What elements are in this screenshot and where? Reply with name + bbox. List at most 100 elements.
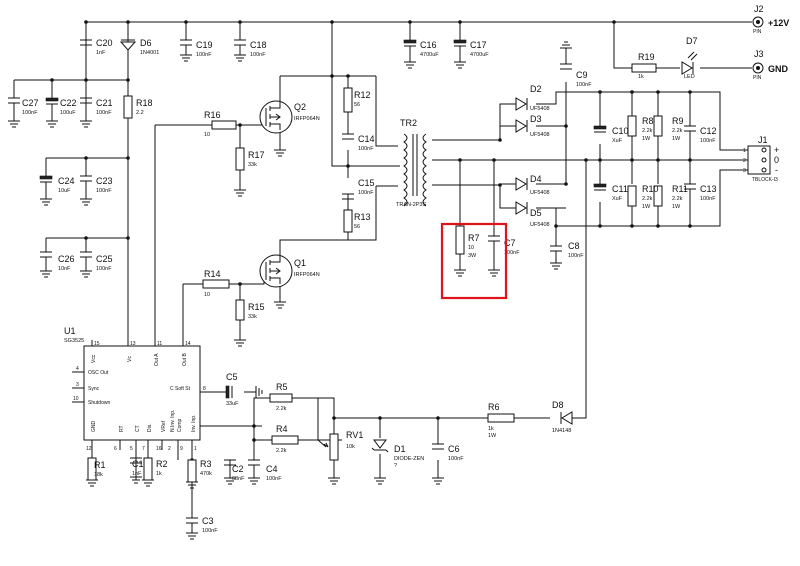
r12-value: 56 [354,102,360,108]
r1-value: 18k [94,472,103,478]
c21-ref: C21 [96,98,113,108]
r2-value: 1k [156,471,162,477]
c18-ref: C18 [250,40,267,50]
u1-pin-outb: Out B [182,353,188,366]
u1-pin-dis: Dis. [147,423,153,432]
c1-ref: C1 [132,459,144,469]
u1-pin-10-num: 10 [73,396,79,402]
r12-ref: R12 [354,90,371,100]
r11-value: 2.2k [672,196,683,202]
r7-value: 10 [468,245,474,251]
u1-pin-invinp: Inv. Inp. [191,415,197,432]
j3-pin-label: PIN [753,75,762,81]
c1-value: 1nF [132,471,142,477]
d1-ref: D1 [394,444,406,454]
u1-pin-9-num: 9 [180,446,183,452]
c12-value: 100nF [700,138,716,144]
u1-pin-11-num: 11 [157,341,162,347]
d5-value: UF5408 [530,222,550,228]
r3-ref: R3 [200,459,212,469]
u1-pin-outa: Out A [154,353,160,366]
c4-ref: C4 [266,464,278,474]
r14-ref: R14 [204,269,221,279]
d8-value: 1N4148 [552,428,571,434]
d7-ref: D7 [686,36,698,46]
u1-pin-7-num: 7 [142,446,145,452]
u1-pin-3-num: 3 [76,382,79,388]
j2-pin-label: PIN [753,29,762,35]
c12-ref: C12 [700,126,717,136]
c20-value: 1nF [96,50,106,56]
c3-value: 100nF [202,528,218,534]
c7-ref: C7 [504,238,516,248]
r16-value: 10 [204,132,210,138]
tr2-ref: TR2 [400,118,417,128]
q2-ref: Q2 [294,102,306,112]
r10-value: 2.2k [642,196,653,202]
r6-ref: R6 [488,402,500,412]
c4-value: 100nF [266,476,282,482]
component-shapes [8,16,771,540]
j1-mark-minus: - [775,165,778,175]
r13-ref: R13 [354,212,371,222]
j2-ref: J2 [754,4,764,14]
j2-net-label: +12V [768,18,789,28]
u1-pin-sync: Sync [88,386,100,392]
r16-ref: R16 [204,110,221,120]
u1-pin-gnd: GND [91,421,97,433]
c25-value: 100nF [96,266,112,272]
c9-value: 100nF [576,82,592,88]
r14-value: 10 [204,292,210,298]
c9-ref: C9 [576,70,588,80]
c23-ref: C23 [96,176,113,186]
r4-value: 2.2k [276,448,287,454]
c11-ref: C11 [612,184,628,194]
c3-ref: C3 [202,516,214,526]
u1-pin-2-num: 2 [168,446,171,452]
r19-ref: R19 [638,52,655,62]
r8-ref: R8 [642,116,654,126]
q1-value: IRFP064N [294,272,320,278]
c2-value: 68nF [232,476,245,482]
c17-value: 4700uF [470,52,489,58]
d3-ref: D3 [530,114,542,124]
c24-value: 10uF [58,188,71,194]
c24-ref: C24 [58,176,75,186]
c10-ref: C10 [612,126,629,136]
u1-pin-4-num: 4 [76,366,79,372]
d1-value: DIODE-ZEN [394,456,424,462]
c19-ref: C19 [196,40,213,50]
r3-value: 470k [200,471,212,477]
u1-pin-15-num: 15 [94,341,100,347]
c13-value: 100nF [700,196,716,202]
d8-ref: D8 [552,400,564,410]
d2-ref: D2 [530,84,542,94]
u1-pin-comp: Comp [177,418,183,432]
c27-ref: C27 [22,98,39,108]
d5-ref: D5 [530,208,542,218]
r13-value: 56 [354,224,360,230]
u1-pin-16-num: 16 [156,446,162,452]
c25-ref: C25 [96,254,113,264]
r15-value: 33k [248,314,257,320]
u1-pin-vref: VRef [161,420,167,432]
r7-ref: R7 [468,233,480,243]
u1-pin-5-num: 5 [130,446,133,452]
u1-pin-12-num: 12 [86,446,92,452]
c15-value: 100nF [358,190,374,196]
r8-power: 1W [642,136,651,142]
d4-ref: D4 [530,174,542,184]
c26-ref: C26 [58,254,75,264]
r10-power: 1W [642,204,651,210]
u1-pin-8-num: 8 [203,386,206,392]
u1-pin-csoftst: C Soft St [170,386,191,392]
c13-ref: C13 [700,184,717,194]
junctions [50,20,692,462]
u1-pin-oscout: OSC Out [88,370,109,376]
c16-ref: C16 [420,40,437,50]
r4-ref: R4 [276,424,288,434]
u1-pin-vcc: Vcc [91,354,97,363]
c14-ref: C14 [358,134,375,144]
r1-ref: R1 [94,460,106,470]
